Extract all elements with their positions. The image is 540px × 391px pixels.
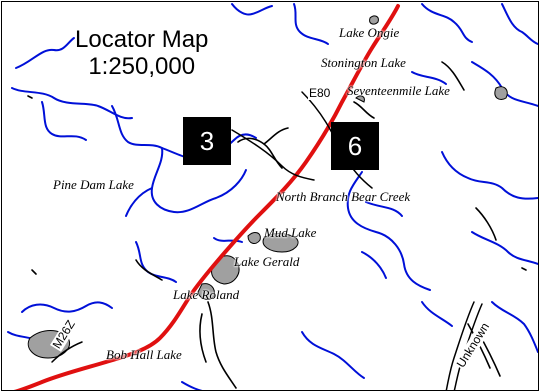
lakes (27, 15, 508, 359)
place-label-north-branch-bear-creek: North Branch Bear Creek (276, 189, 411, 204)
route-shield-6[interactable]: 6 (331, 122, 379, 170)
place-label-seventeenmile-lake: Seventeenmile Lake (347, 83, 450, 98)
water-features (7, 3, 538, 390)
place-label-lake-gerald: Lake Gerald (234, 254, 300, 269)
route-shield-3-number: 3 (199, 125, 215, 156)
route-shield-6-number: 6 (347, 130, 363, 161)
map-title-name: Locator Map (75, 26, 209, 53)
route-shield-3[interactable]: 3 (183, 117, 231, 165)
place-label-lake-ongie: Lake Ongie (339, 25, 400, 40)
place-label-lake-roland: Lake Roland (173, 287, 240, 302)
place-label-mud-lake: Mud Lake (264, 225, 317, 240)
place-label-pine-dam-lake: Pine Dam Lake (53, 177, 134, 192)
place-label-bob-hall-lake: Bob Hall Lake (106, 347, 182, 362)
map-title: Locator Map 1:250,000 (75, 26, 208, 80)
place-label-stonington-lake: Stonington Lake (321, 55, 406, 70)
map-scale: 1:250,000 (88, 53, 196, 80)
route-label-e80: E80 (308, 86, 332, 100)
